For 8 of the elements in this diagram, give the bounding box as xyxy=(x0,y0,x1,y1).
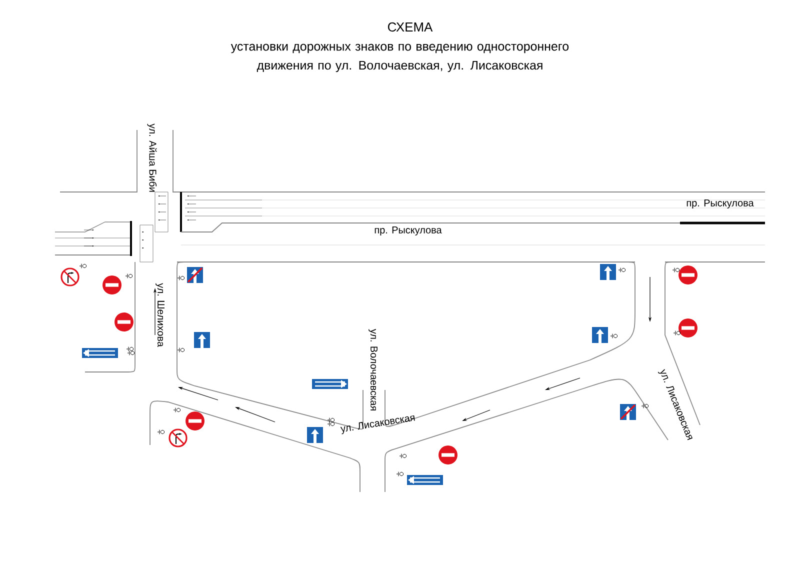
street-name: ул. Шелихова xyxy=(156,283,164,347)
street-name: ул. Волочаевская xyxy=(368,328,378,410)
subtitle: установки дорожных знаков по введению одностороннего движения по ул. Волочаевская, ул. Лисаковская xyxy=(230,44,569,72)
title: СХЕМА xyxy=(388,22,433,32)
street-name: ул. Айша Биби xyxy=(147,124,157,192)
street-name: пр. Рыскулова xyxy=(374,226,442,236)
street-name: пр. Рыскулова xyxy=(686,200,754,208)
street-name: ул. Лисаковская xyxy=(340,415,415,434)
